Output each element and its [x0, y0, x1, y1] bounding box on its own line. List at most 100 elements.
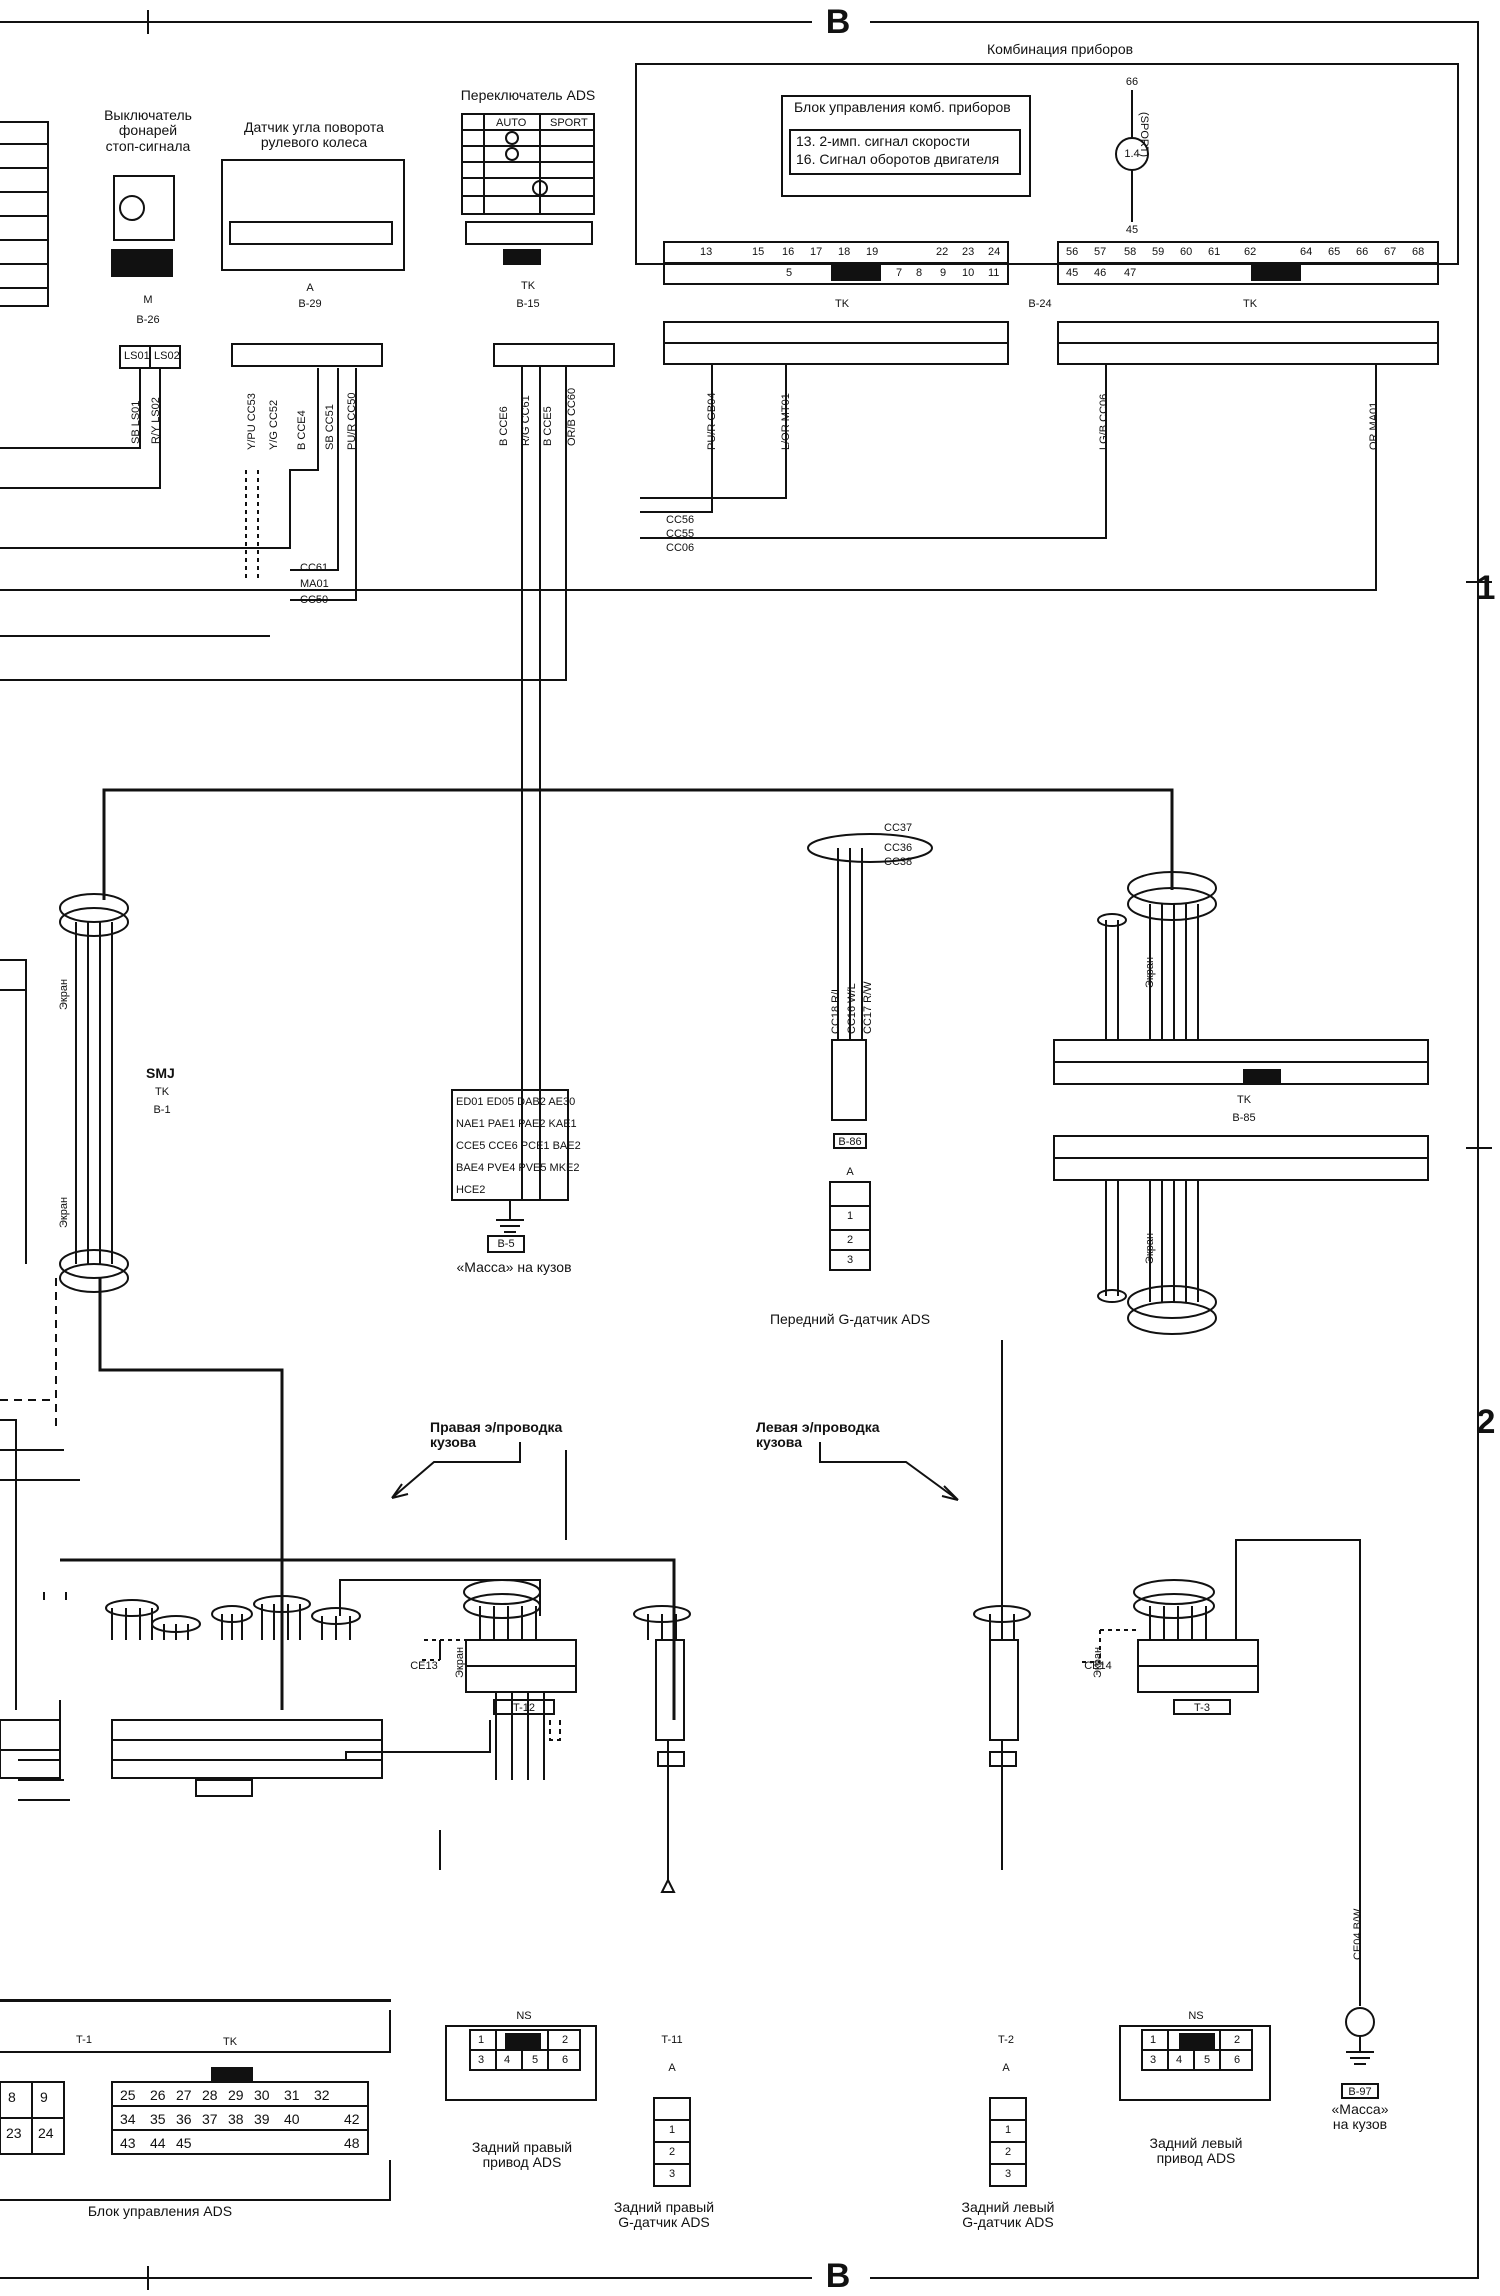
left-edge-table	[0, 121, 49, 307]
ground-b5-row-5: HCE2	[456, 1184, 486, 1196]
ads-ecu-pin-38: 38	[228, 2111, 244, 2127]
cluster-pin-8: 8	[916, 267, 923, 279]
ads-switch-tag: TK	[520, 280, 536, 292]
cluster-pin-11: 11	[988, 267, 1000, 279]
cluster-ecu-title: Блок управления комб. приборов	[794, 99, 1011, 115]
rl-actuator-tag: NS	[1188, 2010, 1204, 2022]
rl-g-label: Задний левый G-датчик ADS	[961, 2199, 1055, 2231]
rl-actuator-body	[1119, 2025, 1271, 2101]
cluster-conn-id: B-24	[1028, 298, 1052, 310]
ground-b97-wire: CE04 B/W	[1352, 1908, 1364, 1960]
rl-g-pin-3: 3	[1004, 2168, 1012, 2180]
rr-g-label: Задний правый G-датчик ADS	[613, 2199, 715, 2231]
front-g-pin-2: 2	[846, 1234, 854, 1246]
smj-tag: TK	[154, 1086, 170, 1098]
wire-cc56: CC56	[666, 514, 695, 526]
cluster-pin-15: 15	[752, 246, 765, 258]
ads-ecu-pin-8: 8	[8, 2089, 16, 2105]
ads-ecu-pin-34: 34	[120, 2111, 136, 2127]
ads-ecu-pin-29: 29	[228, 2087, 244, 2103]
cluster-signal-13: 13. 2-имп. сигнал скорости	[796, 133, 970, 149]
border-letter-top: B	[825, 3, 851, 41]
rr-g-harness	[655, 1639, 685, 1741]
cluster-pin-46: 46	[1094, 267, 1107, 279]
ads-switch-title: Переключатель ADS	[460, 87, 596, 103]
row-marker-2: 2	[1476, 1403, 1496, 1441]
upper-wire-7	[640, 364, 1107, 539]
cluster-pin-61: 61	[1208, 246, 1221, 258]
rr-actuator-body	[445, 2025, 597, 2101]
brake-switch-body	[113, 175, 175, 241]
switch-wire-2: R/G CC61	[520, 395, 532, 446]
ads-ecu-pin-39: 39	[254, 2111, 270, 2127]
cluster-pin-16: 16	[782, 246, 795, 258]
cluster-pin-24: 24	[988, 246, 1001, 258]
lower-bus-left	[98, 1278, 284, 1710]
ads-switch-connector-key	[503, 249, 541, 265]
sport-lamp-pin-top: 66	[1125, 76, 1139, 88]
left-harness-label: Левая э/проводка кузова	[756, 1419, 880, 1451]
cluster-pin-13: 13	[700, 246, 713, 258]
brake-wire-1: SB LS01	[130, 400, 142, 444]
shield-label-smj-upper: Экран	[58, 978, 70, 1010]
ads-ecu-conn-id: T-1	[76, 2034, 92, 2046]
ads-ecu-pin-9: 9	[40, 2089, 48, 2105]
cluster-signal-16: 16. Сигнал оборотов двигателя	[796, 151, 1000, 167]
cluster-pin-47: 47	[1124, 267, 1137, 279]
front-g-label: Передний G-датчик ADS	[769, 1311, 931, 1327]
rr-actuator-label: Задний правый привод ADS	[471, 2139, 573, 2171]
smj-label: SMJ	[146, 1065, 175, 1081]
ground-b5-label: «Масса» на кузов	[456, 1259, 572, 1275]
rr-actuator-pin-4: 4	[504, 2054, 511, 2066]
ground-b5-conn-id: B-5	[497, 1238, 515, 1250]
wire-cc55: CC55	[666, 528, 695, 540]
rr-actuator-pin-2: 2	[562, 2034, 569, 2046]
sport-lamp-value: 1.4	[1124, 148, 1140, 160]
upper-wire-3	[0, 368, 319, 549]
ads-ecu-conn-center	[111, 1719, 383, 1779]
ground-b97-conn-id: B-97	[1348, 2086, 1372, 2098]
brake-switch-pin-1: LS01	[124, 350, 150, 362]
rl-g-conn-id: T-2	[998, 2034, 1014, 2046]
wire-cc61: CC61	[300, 562, 329, 574]
steering-sensor-title: Датчик угла поворота рулевого колеса	[244, 119, 384, 151]
cluster-pin-62: 62	[1244, 246, 1257, 258]
ads-ecu-pin-45: 45	[176, 2135, 192, 2151]
ads-ecu-pin-44: 44	[150, 2135, 166, 2151]
cluster-ecu-signals	[789, 129, 1021, 175]
rl-actuator-pin-3: 3	[1150, 2054, 1157, 2066]
shield-label-b85-lower: Экран	[1144, 1232, 1156, 1264]
rr-actuator-pin-1: 1	[478, 2034, 485, 2046]
ads-ecu-pin-37: 37	[202, 2111, 218, 2127]
shield-label-b85-upper: Экран	[1144, 956, 1156, 988]
rr-g-pin-3: 3	[668, 2168, 676, 2180]
brake-switch-pin-2: LS02	[154, 350, 180, 362]
ads-ecu-pin-32: 32	[314, 2087, 330, 2103]
ce13-label: CE13	[410, 1660, 438, 1672]
ads-ecu-pin-26: 26	[150, 2087, 166, 2103]
upper-wire-6	[0, 364, 1377, 591]
cluster-wire-3: LG/B CC06	[1098, 393, 1110, 450]
upper-wire-9	[640, 364, 787, 499]
rl-actuator-pin-6: 6	[1234, 2054, 1241, 2066]
ads-ecu-pin-36: 36	[176, 2111, 192, 2127]
sport-lamp-label: (SPORT)	[1138, 112, 1150, 158]
brake-wire-2: R/Y LS02	[150, 397, 162, 444]
ads-ecu-tag: TK	[222, 2036, 238, 2048]
cluster-pin-67: 67	[1384, 246, 1397, 258]
ads-ecu-pin-43: 43	[120, 2135, 136, 2151]
steer-wire-4: SB CC51	[324, 404, 336, 450]
cluster-pin-58: 58	[1124, 246, 1137, 258]
upper-wire-5	[290, 368, 339, 571]
rr-g-pin-2: 2	[668, 2146, 676, 2158]
cluster-connector-right-key	[1251, 265, 1301, 281]
rr-g-conn-id: T-11	[661, 2034, 683, 2046]
cluster-connector-left-key	[831, 265, 881, 281]
rl-actuator-label: Задний левый привод ADS	[1149, 2135, 1243, 2167]
cluster-pin-18: 18	[838, 246, 851, 258]
cluster-pin-57: 57	[1094, 246, 1107, 258]
upper-wire-1	[0, 368, 141, 449]
rl-g-pin-2: 2	[1004, 2146, 1012, 2158]
ads-ecu-pin-30: 30	[254, 2087, 270, 2103]
